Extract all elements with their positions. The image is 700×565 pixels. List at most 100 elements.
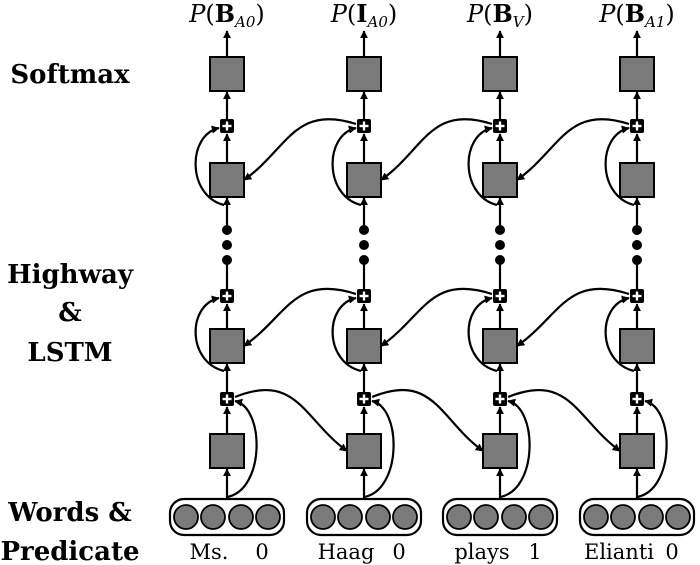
embedding-unit	[638, 504, 664, 530]
output-label-2: P(IA0)	[330, 0, 398, 31]
embedding-unit	[200, 504, 226, 530]
ellipsis-dot	[359, 255, 369, 265]
highway-skip-lower	[467, 295, 498, 373]
predicate-flag-4: 0	[665, 540, 678, 564]
highway-skip-lower	[331, 295, 362, 373]
columns-layer: P(BA0) Ms. 0 P(IA0) Haag 0 P(BV) plays 1 P(BA1) El…	[168, 0, 696, 564]
recurrent-arrow-lower	[516, 287, 630, 347]
input-skip-loop	[363, 398, 395, 499]
input-box	[619, 433, 655, 469]
embedding-unit	[583, 504, 609, 530]
word-label-3: plays	[454, 540, 509, 564]
embedding-unit	[337, 504, 363, 530]
ellipsis-dot	[359, 225, 369, 235]
highway-label-line2: &	[58, 298, 81, 328]
embedding-unit	[446, 504, 472, 530]
lstm-box-upper	[482, 162, 518, 198]
embedding-unit	[501, 504, 527, 530]
ellipsis-dot	[222, 255, 232, 265]
ellipsis-dot	[222, 225, 232, 235]
lstm-box-upper	[619, 162, 655, 198]
add-node-upper	[493, 119, 507, 133]
ellipsis-dot	[495, 240, 505, 250]
output-label-3: P(BV)	[466, 0, 533, 31]
input-box	[346, 433, 382, 469]
input-skip-loop	[226, 398, 258, 499]
lstm-box-lower	[209, 328, 245, 364]
highway-skip-lower	[194, 295, 225, 373]
add-node-middle	[493, 289, 507, 303]
recurrent-arrow-upper	[516, 118, 630, 181]
predicate-flag-3: 1	[528, 540, 541, 564]
lstm-box-upper	[346, 162, 382, 198]
recurrent-arrow-lower	[243, 287, 357, 347]
embedding-unit	[255, 504, 281, 530]
lstm-box-lower	[482, 328, 518, 364]
ellipsis-dot	[632, 225, 642, 235]
words-label-line2: Predicate	[0, 537, 139, 565]
add-node-middle	[357, 289, 371, 303]
add-node-upper	[357, 119, 371, 133]
word-label-1: Ms.	[190, 540, 229, 564]
forward-arrow	[507, 389, 621, 452]
highway-skip-upper	[604, 125, 635, 207]
ellipsis-dot	[222, 240, 232, 250]
ellipsis-dot	[632, 240, 642, 250]
recurrent-arrow-upper	[380, 118, 493, 181]
word-label-4: Elianti	[584, 540, 654, 564]
lstm-box-lower	[619, 328, 655, 364]
word-embedding	[168, 497, 286, 537]
softmax-box	[209, 56, 245, 92]
input-skip-loop	[499, 398, 531, 499]
ellipsis-dot	[495, 225, 505, 235]
embedding-unit	[228, 504, 254, 530]
forward-arrow	[371, 389, 484, 452]
recurrent-arrow-lower	[380, 287, 493, 347]
add-node-upper	[220, 119, 234, 133]
highway-skip-upper	[331, 125, 362, 207]
embedding-unit	[365, 504, 391, 530]
word-embedding	[305, 497, 423, 537]
input-box	[482, 433, 518, 469]
add-node-lower	[493, 392, 507, 406]
lstm-box-upper	[209, 162, 245, 198]
words-label-line1: Words &	[7, 498, 131, 528]
input-box	[209, 433, 245, 469]
embedding-unit	[528, 504, 554, 530]
softmax-label: Softmax	[10, 60, 130, 90]
add-node-lower	[220, 392, 234, 406]
ellipsis-dot	[359, 240, 369, 250]
softmax-box	[346, 56, 382, 92]
word-label-2: Haag	[318, 540, 375, 564]
add-node-lower	[630, 392, 644, 406]
softmax-box	[482, 56, 518, 92]
add-node-middle	[220, 289, 234, 303]
recurrent-arrow-upper	[243, 118, 357, 181]
input-skip-loop	[636, 398, 668, 499]
highway-skip-lower	[604, 295, 635, 373]
word-embedding	[578, 497, 696, 537]
add-node-lower	[357, 392, 371, 406]
output-label-4: P(BA1)	[598, 0, 675, 31]
predicate-flag-2: 0	[392, 540, 405, 564]
highway-skip-upper	[194, 125, 225, 207]
add-node-middle	[630, 289, 644, 303]
add-node-upper	[630, 119, 644, 133]
embedding-unit	[610, 504, 636, 530]
embedding-unit	[310, 504, 336, 530]
highway-skip-upper	[467, 125, 498, 207]
softmax-box	[619, 56, 655, 92]
embedding-unit	[392, 504, 418, 530]
embedding-unit	[473, 504, 499, 530]
embedding-unit	[665, 504, 691, 530]
forward-arrow	[234, 389, 348, 452]
highway-label-line1: Highway	[7, 260, 134, 290]
lstm-box-lower	[346, 328, 382, 364]
highway-label-line3: LSTM	[27, 338, 112, 368]
word-embedding	[441, 497, 559, 537]
output-label-1: P(BA0)	[188, 0, 265, 31]
ellipsis-dot	[632, 255, 642, 265]
ellipsis-dot	[495, 255, 505, 265]
embedding-unit	[173, 504, 199, 530]
